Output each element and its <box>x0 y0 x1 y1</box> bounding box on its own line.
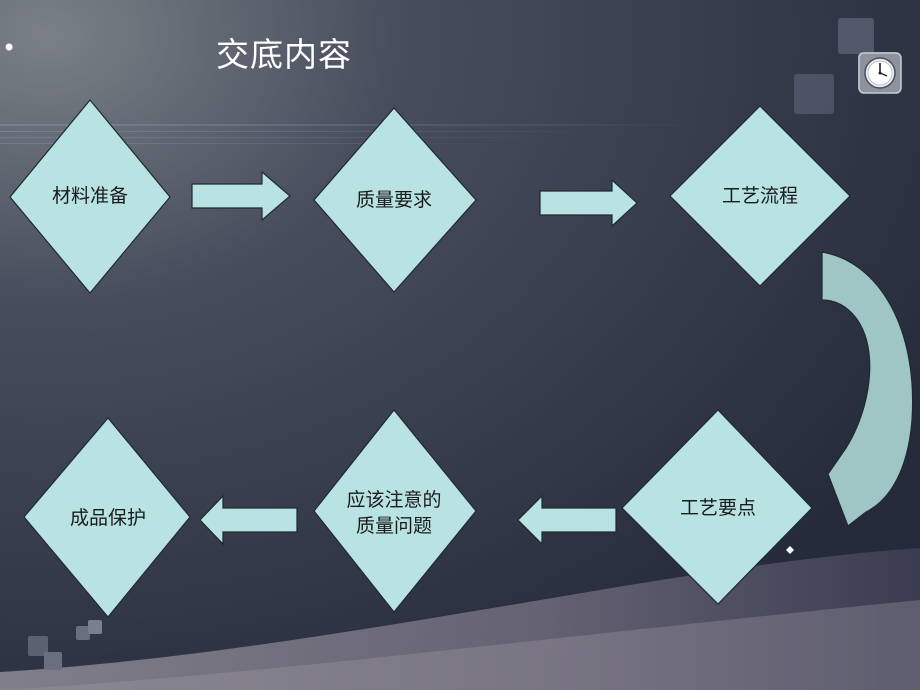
arrow-1-to-2 <box>191 170 291 222</box>
bottom-swoosh <box>0 548 920 690</box>
node-label-quality-issues-line2: 质量问题 <box>355 515 433 537</box>
node-label-process-flow: 工艺流程 <box>721 185 799 207</box>
decorative-squares-bottom <box>28 620 102 670</box>
node-process-key-points <box>621 409 813 605</box>
node-label-quality-issues-line1: 应该注意的 <box>346 489 442 511</box>
node-process-flow <box>669 105 851 287</box>
node-material-prep <box>9 99 171 294</box>
curved-arrow-3-to-4 <box>821 251 914 527</box>
node-finished-protection <box>23 417 191 618</box>
small-marker <box>786 546 794 554</box>
decorative-lines <box>0 124 700 144</box>
node-label-process-key-points: 工艺要点 <box>679 497 757 519</box>
title-bullet: • <box>2 34 17 62</box>
arrow-5-to-6 <box>199 494 298 546</box>
clock-icon <box>858 52 902 94</box>
page-title: 交底内容 <box>216 35 352 74</box>
node-label-quality-issues: 应该注意的 质量问题 <box>346 487 441 539</box>
node-label-finished-protection: 成品保护 <box>69 507 147 529</box>
arrow-2-to-3 <box>539 178 638 228</box>
node-quality-requirements <box>313 107 477 293</box>
node-label-quality-requirements: 质量要求 <box>355 189 433 211</box>
node-quality-issues <box>313 409 477 613</box>
node-label-material-prep: 材料准备 <box>51 185 129 207</box>
arrow-4-to-5 <box>517 494 617 546</box>
